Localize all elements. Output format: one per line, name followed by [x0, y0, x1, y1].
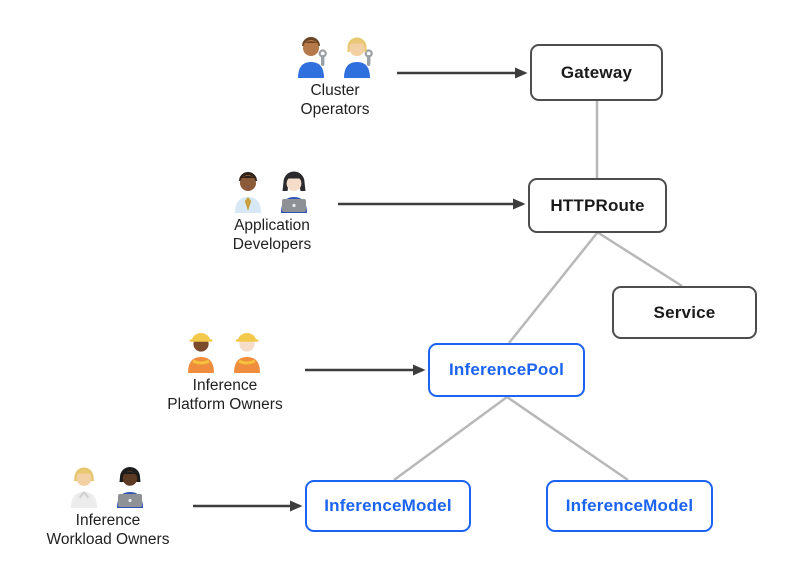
woman-construction-worker-emoji [188, 333, 260, 373]
actor-inference-platform-owners-label: Inference Platform Owners [167, 377, 283, 413]
man-mechanic-emoji [298, 37, 373, 78]
node-inferencepool: InferencePool [428, 343, 585, 397]
actor-application-developers-label: Application Developers [232, 217, 312, 253]
edge-httproute-inferencepool [508, 232, 598, 344]
node-gateway: Gateway [530, 44, 663, 101]
node-inferencepool-label: InferencePool [448, 360, 565, 379]
actor-cluster-operators: Cluster Operators [245, 32, 425, 119]
actor-inference-platform-owners: Inference Platform Owners [135, 327, 315, 414]
node-inferencemodel-left: InferenceModel [305, 480, 471, 532]
edge-inferencepool-inferencemodel-right [506, 395, 629, 482]
node-httproute-label: HTTPRoute [550, 195, 645, 215]
node-service: Service [612, 286, 757, 339]
node-httproute: HTTPRoute [528, 178, 667, 233]
edge-inferencepool-inferencemodel-left [393, 395, 508, 482]
actor-cluster-operators-label: Cluster Operators [300, 82, 370, 118]
actor-inference-workload-owners-label: Inference Workload Owners [46, 512, 170, 548]
health-worker-emoji [71, 467, 143, 508]
node-service-label: Service [653, 302, 716, 322]
actor-application-developers: Application Developers [182, 167, 362, 254]
man-office-worker-emoji [235, 171, 307, 213]
node-gateway-label: Gateway [560, 62, 633, 82]
node-inferencemodel-right: InferenceModel [546, 480, 713, 532]
edge-httproute-service [596, 230, 683, 288]
node-inferencemodel-right-label: InferenceModel [565, 496, 694, 515]
actor-inference-workload-owners: Inference Workload Owners [18, 462, 198, 549]
node-inferencemodel-left-label: InferenceModel [324, 496, 452, 515]
